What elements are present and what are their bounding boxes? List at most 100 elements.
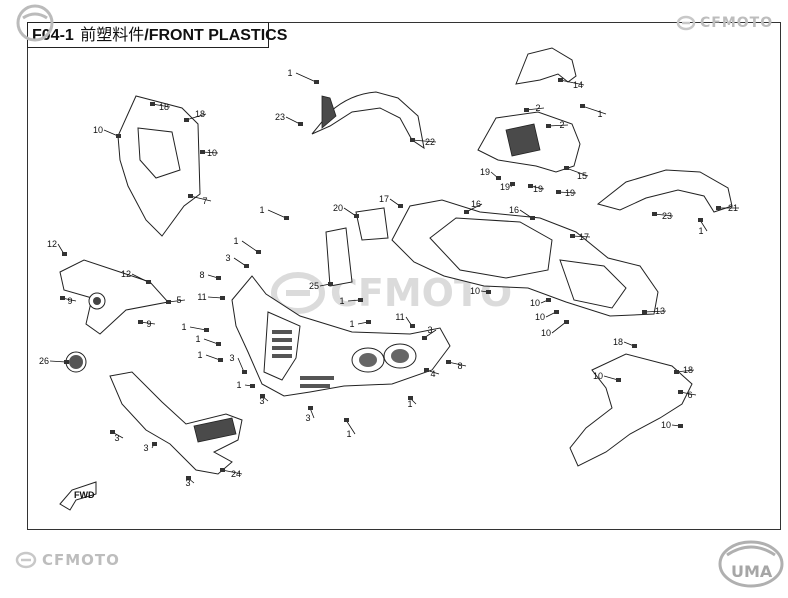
- callout-number: 19: [480, 167, 490, 177]
- callout-number: 10: [470, 286, 480, 296]
- fastener-icon: [564, 320, 569, 324]
- callout-leader-line: [241, 240, 259, 253]
- fastener-icon: [642, 310, 647, 314]
- fastener-icon: [564, 166, 569, 170]
- callout-number: 1: [597, 109, 602, 119]
- diagram-frame: [27, 22, 781, 530]
- fastener-icon: [632, 344, 637, 348]
- callout-number: 12: [121, 269, 131, 279]
- callout-leader-line: [547, 124, 569, 127]
- callout-leader-line: [189, 195, 212, 202]
- callout-number: 19: [533, 184, 543, 194]
- part-22-upper-cover: [311, 91, 425, 150]
- callout-number: 26: [39, 356, 49, 366]
- fastener-icon: [422, 336, 427, 340]
- fastener-icon: [250, 384, 255, 388]
- part-25-panel: [325, 227, 353, 287]
- fastener-icon: [152, 442, 157, 446]
- part-13-side: [559, 259, 627, 309]
- callout-number: 10: [93, 125, 103, 135]
- fastener-icon: [284, 216, 289, 220]
- callout-leader-line: [285, 116, 301, 125]
- fastener-icon: [328, 282, 333, 286]
- callout-number: 1: [197, 350, 202, 360]
- callout-number: 1: [181, 322, 186, 332]
- part-7-opening: [137, 127, 181, 179]
- fastener-icon: [298, 122, 303, 126]
- fastener-icon: [166, 300, 171, 304]
- cfmoto-logo-top: CFMOTO: [676, 15, 773, 31]
- fastener-icon: [260, 394, 265, 398]
- callout-number: 20: [333, 203, 343, 213]
- part-16-cavity: [429, 217, 553, 279]
- fastener-icon: [510, 182, 515, 186]
- part-22-clip: [321, 95, 337, 129]
- fastener-icon: [546, 124, 551, 128]
- fastener-icon: [188, 194, 193, 198]
- callout-number: 16: [471, 199, 481, 209]
- fastener-icon: [220, 468, 225, 472]
- cfmoto-logo-bottom-text: CFMOTO: [42, 551, 120, 569]
- callout-leader-line: [295, 72, 317, 83]
- callout-number: 3: [305, 413, 310, 423]
- uma-logo-text: UMA: [731, 562, 773, 581]
- part-20-panel: [355, 207, 389, 241]
- callout-number: 25: [309, 281, 319, 291]
- callout-leader-line: [411, 139, 437, 143]
- fastener-icon: [424, 368, 429, 372]
- callout-leader-line: [581, 105, 607, 115]
- fastener-icon: [678, 390, 683, 394]
- fastener-icon: [674, 370, 679, 374]
- callout-number: 11: [197, 292, 206, 302]
- callout-number: 8: [457, 361, 462, 371]
- fastener-icon: [308, 406, 313, 410]
- callout-leader-line: [603, 375, 619, 381]
- fastener-icon: [244, 264, 249, 268]
- part-26-badge: [65, 351, 87, 373]
- fastener-icon: [366, 320, 371, 324]
- callout-number: 3: [229, 353, 234, 363]
- cfmoto-logo-top-text: CFMOTO: [700, 15, 774, 31]
- fastener-icon: [616, 378, 621, 382]
- fastener-icon: [60, 296, 65, 300]
- title-english: /FRONT PLASTICS: [144, 27, 288, 44]
- callout-number: 19: [565, 188, 575, 198]
- fastener-icon: [408, 396, 413, 400]
- callout-leader-line: [551, 321, 567, 334]
- fastener-icon: [146, 280, 151, 284]
- callout-leader-line: [653, 213, 674, 217]
- callout-number: 10: [530, 298, 540, 308]
- callout-number: 19: [500, 182, 510, 192]
- callout-number: 8: [199, 270, 204, 280]
- fastener-icon: [242, 370, 247, 374]
- fastener-icon: [570, 234, 575, 238]
- callout-leader-line: [103, 129, 119, 137]
- fastener-icon: [218, 358, 223, 362]
- callout-number: 3: [185, 478, 190, 488]
- callout-number: 7: [202, 196, 207, 206]
- fastener-icon: [256, 250, 261, 254]
- callout-number: 1: [339, 296, 344, 306]
- fastener-icon: [554, 310, 559, 314]
- fastener-icon: [496, 176, 501, 180]
- fastener-icon: [116, 134, 121, 138]
- fastener-icon: [62, 252, 67, 256]
- fastener-icon: [546, 298, 551, 302]
- fastener-icon: [528, 184, 533, 188]
- fastener-icon: [486, 290, 491, 294]
- fastener-icon: [446, 360, 451, 364]
- part-24-lower-skid: [109, 371, 243, 475]
- grille-mesh: [272, 330, 334, 388]
- callout-number: 1: [407, 399, 412, 409]
- fastener-icon: [186, 476, 191, 480]
- callout-leader-line: [203, 338, 219, 345]
- callout-number: 16: [509, 205, 519, 215]
- fastener-icon: [716, 206, 721, 210]
- fastener-icon: [524, 108, 529, 112]
- uma-logo-icon: [718, 540, 784, 588]
- fastener-icon: [216, 342, 221, 346]
- callout-number: 2: [559, 120, 564, 130]
- fastener-icon: [200, 150, 205, 154]
- callout-leader-line: [207, 296, 223, 299]
- callout-leader-line: [205, 354, 221, 361]
